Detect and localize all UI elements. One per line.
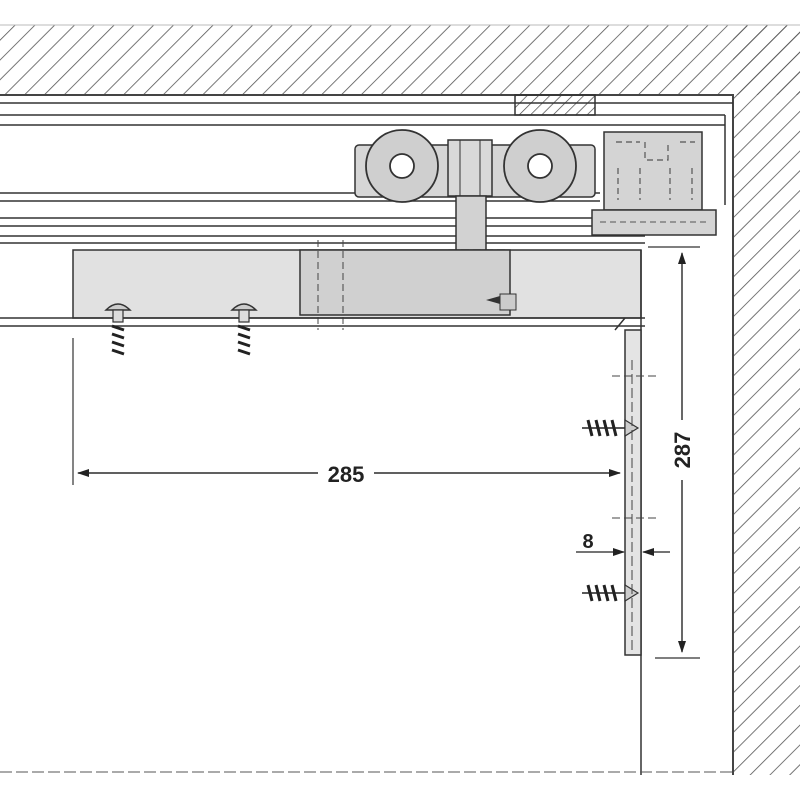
dimension-offset: 8	[576, 531, 670, 556]
screw-side-upper	[582, 375, 660, 438]
dimension-width: 285	[72, 338, 621, 487]
screw-side-lower	[582, 583, 640, 603]
end-stop	[591, 131, 717, 236]
door-top-rail	[0, 240, 645, 330]
dimension-height-label: 287	[670, 432, 695, 469]
dimension-offset-label: 8	[582, 531, 593, 553]
door-panel	[614, 250, 642, 775]
mounting-block	[514, 94, 596, 116]
screw-top-left	[104, 303, 132, 356]
screw-top-right	[230, 303, 258, 356]
dimension-width-label: 285	[328, 462, 365, 487]
roller-carriage	[354, 129, 596, 203]
dimension-height: 287	[648, 246, 700, 659]
ceiling-wall	[0, 24, 800, 775]
